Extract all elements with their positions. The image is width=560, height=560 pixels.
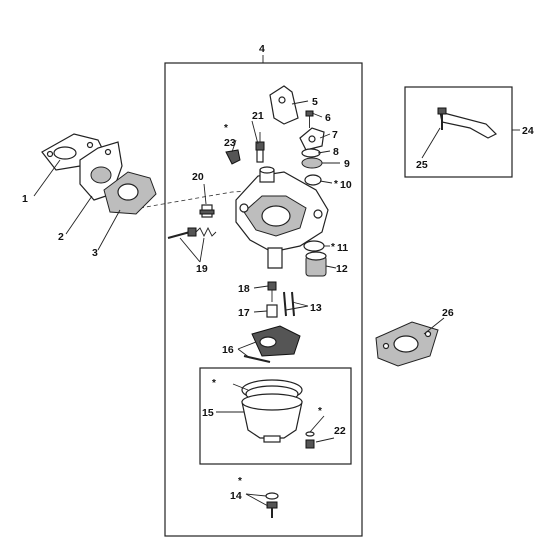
oring-part: [304, 174, 322, 186]
main-jet-part: [199, 204, 215, 218]
callout-18: 18: [238, 283, 250, 295]
asterisk-11: *: [331, 242, 335, 253]
drain-screw-part: [305, 431, 315, 449]
callout-10: 10: [340, 179, 352, 191]
carburetor-body-part: [235, 166, 329, 269]
callout-15: 15: [202, 407, 214, 419]
callout-4: 4: [259, 43, 265, 55]
asterisk-15: *: [212, 378, 216, 389]
choke-lever-inset-frame: [404, 86, 513, 178]
seal-part: [301, 157, 323, 169]
callout-3: 3: [92, 247, 98, 259]
air-filter-gasket-part: [375, 321, 439, 367]
callout-8: 8: [333, 146, 339, 158]
screw-part: [305, 110, 314, 128]
callout-20: 20: [192, 171, 204, 183]
callout-21: 21: [252, 110, 264, 122]
idle-screw-part: [167, 226, 217, 239]
screw-pair-part: [255, 141, 265, 163]
callout-leaders: [33, 100, 520, 507]
adjust-screws-part: [283, 291, 295, 317]
carburetor-assembly-frame: [164, 62, 363, 537]
float-bowl-inset-frame: [199, 367, 352, 465]
callout-24: 24: [522, 125, 534, 137]
nozzle-part: [266, 304, 278, 318]
float-part: [243, 325, 301, 363]
callout-16: 16: [222, 344, 234, 356]
asterisk-22: *: [318, 406, 322, 417]
callout-25: 25: [416, 159, 428, 171]
callout-6: 6: [325, 112, 331, 124]
callout-5: 5: [312, 96, 318, 108]
callout-9: 9: [344, 158, 350, 170]
callout-12: 12: [336, 263, 348, 275]
callout-7: 7: [332, 129, 338, 141]
asterisk-21: *: [224, 123, 228, 134]
choke-lever-part: [437, 107, 498, 139]
oring-large-part: [303, 240, 325, 252]
washer-part: [301, 148, 321, 158]
callout-19: 19: [196, 263, 208, 275]
lever-part: [225, 149, 241, 165]
plate-part: [299, 127, 325, 151]
bushing-part: [305, 251, 327, 277]
callout-26: 26: [442, 307, 454, 319]
callout-14: 14: [230, 490, 242, 502]
callout-11: 11: [337, 242, 348, 254]
bracket-part: [269, 85, 299, 125]
carburetor-gasket-part: [103, 171, 157, 215]
bowl-bolt-part: [265, 492, 279, 518]
asterisk-10: *: [334, 179, 338, 190]
callout-22: 22: [334, 425, 346, 437]
callout-17: 17: [238, 307, 250, 319]
callout-2: 2: [58, 231, 64, 243]
callout-1: 1: [22, 193, 28, 205]
float-bowl-part: [241, 379, 303, 443]
callout-13: 13: [310, 302, 322, 314]
callout-23: 23: [224, 137, 236, 149]
alignment-dashed-line: [139, 189, 271, 209]
asterisk-14: *: [238, 476, 242, 487]
needle-part: [267, 281, 277, 302]
